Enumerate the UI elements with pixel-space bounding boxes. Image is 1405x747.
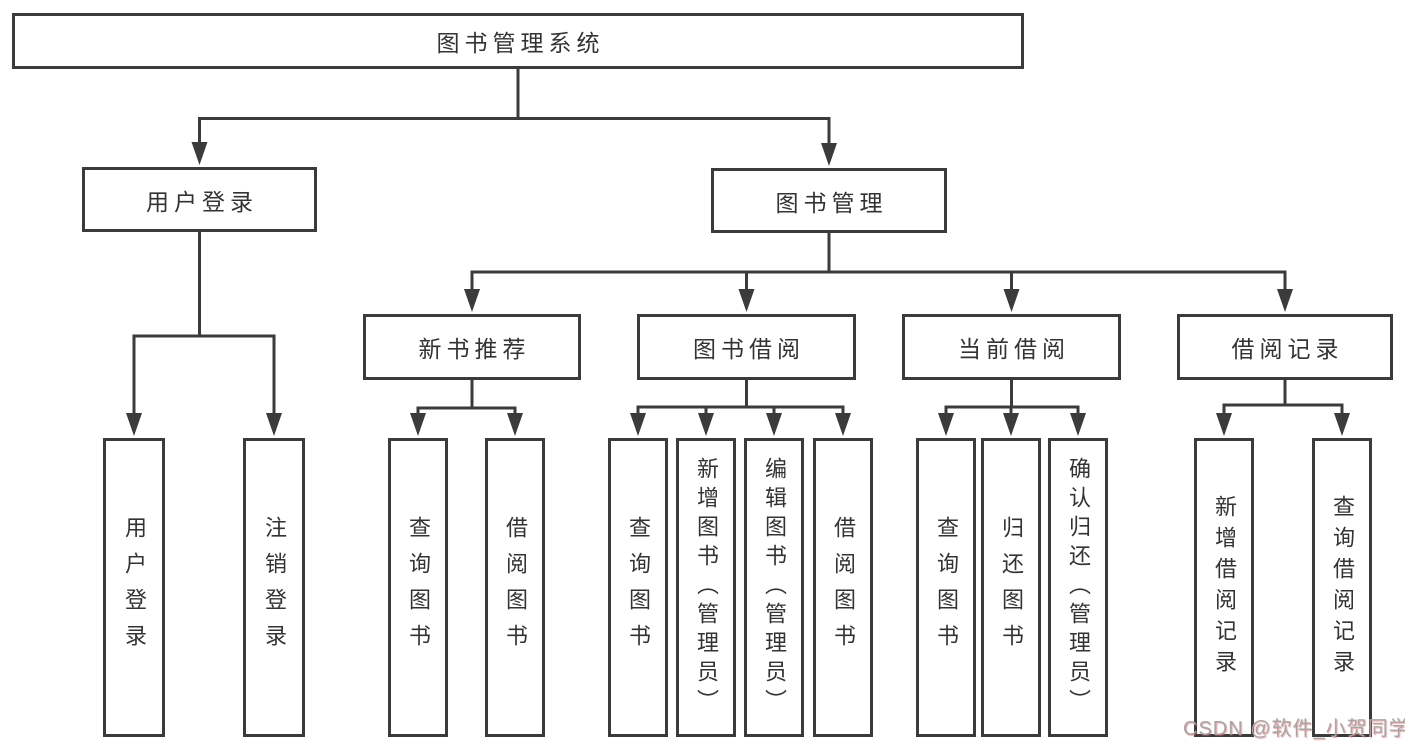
leaf-records-query-record-label: 查询借阅记录 xyxy=(1330,494,1355,681)
node-root-system-label: 图书管理系统 xyxy=(436,30,605,56)
node-user-login: 用户登录 xyxy=(82,167,317,232)
leaf-newbooks-borrow-books: 借阅图书 xyxy=(485,438,545,737)
leaf-user-login: 用户登录 xyxy=(103,438,165,737)
csdn-watermark: CSDN @软件_小贺同学 xyxy=(1183,718,1405,740)
leaf-borrow-query-books: 查询图书 xyxy=(608,438,668,737)
leaf-logout-label: 注销登录 xyxy=(262,515,287,660)
leaf-logout: 注销登录 xyxy=(243,438,305,737)
connector-user-login-to-leaves xyxy=(126,232,282,436)
connector-current-borrow-to-leaves xyxy=(938,380,1086,436)
leaf-current-confirm-return-admin-label: 确认归还（管理员） xyxy=(1066,457,1091,718)
node-user-login-label: 用户登录 xyxy=(146,188,258,215)
connector-book-management-to-level3 xyxy=(464,233,1293,312)
leaf-borrow-add-books-admin-label: 新增图书（管理员） xyxy=(694,457,719,718)
node-book-management: 图书管理 xyxy=(711,168,947,233)
leaf-borrow-add-books-admin: 新增图书（管理员） xyxy=(676,438,736,737)
leaf-borrow-borrow-books: 借阅图书 xyxy=(813,438,873,737)
leaf-borrow-query-books-label: 查询图书 xyxy=(626,515,651,660)
node-borrow-records: 借阅记录 xyxy=(1177,314,1393,380)
leaf-records-add-record-label: 新增借阅记录 xyxy=(1212,494,1237,681)
leaf-records-query-record: 查询借阅记录 xyxy=(1312,438,1372,737)
connector-borrow-records-to-leaves xyxy=(1216,380,1350,436)
node-book-borrow-label: 图书借阅 xyxy=(693,336,805,362)
leaf-records-add-record: 新增借阅记录 xyxy=(1194,438,1254,737)
node-book-management-label: 图书管理 xyxy=(775,189,888,216)
node-new-book-recommend: 新书推荐 xyxy=(363,314,581,380)
connector-new-book-recommend-to-leaves xyxy=(410,380,523,436)
leaf-current-return-books: 归还图书 xyxy=(981,438,1041,737)
node-borrow-records-label: 借阅记录 xyxy=(1231,336,1344,362)
node-current-borrow-label: 当前借阅 xyxy=(958,336,1070,362)
node-root-system: 图书管理系统 xyxy=(12,13,1024,69)
connector-book-borrow-to-leaves xyxy=(630,380,851,436)
leaf-current-query-books-label: 查询图书 xyxy=(934,515,959,660)
leaf-current-confirm-return-admin: 确认归还（管理员） xyxy=(1048,438,1108,737)
node-book-borrow: 图书借阅 xyxy=(637,314,856,380)
leaf-newbooks-query-books-label: 查询图书 xyxy=(406,515,431,660)
leaf-borrow-edit-books-admin: 编辑图书（管理员） xyxy=(744,438,804,737)
connector-root-to-level2 xyxy=(191,69,837,166)
leaf-newbooks-borrow-books-label: 借阅图书 xyxy=(503,515,528,660)
leaf-user-login-label: 用户登录 xyxy=(122,515,147,660)
leaf-current-return-books-label: 归还图书 xyxy=(999,515,1024,660)
leaf-newbooks-query-books: 查询图书 xyxy=(388,438,448,737)
leaf-current-query-books: 查询图书 xyxy=(916,438,976,737)
node-new-book-recommend-label: 新书推荐 xyxy=(418,336,531,362)
node-current-borrow: 当前借阅 xyxy=(902,314,1121,380)
leaf-borrow-borrow-books-label: 借阅图书 xyxy=(831,515,856,660)
leaf-borrow-edit-books-admin-label: 编辑图书（管理员） xyxy=(762,457,787,718)
